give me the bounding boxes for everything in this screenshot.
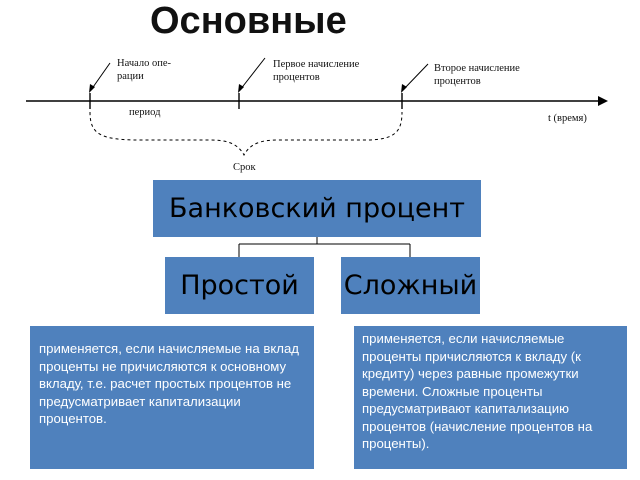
label-period: период (129, 107, 161, 118)
label-first-line2: процентов (273, 72, 320, 83)
node-compound-interest: Сложный (341, 257, 480, 314)
time-axis-arrowhead (598, 96, 608, 106)
compound-interest-description: применяется, если начисляемые проценты п… (354, 326, 627, 469)
compound-interest-description-text: применяется, если начисляемые проценты п… (362, 331, 593, 451)
pointer-first (239, 57, 266, 91)
node-simple-interest: Простой (165, 257, 314, 314)
label-start-line1: Начало опе- (117, 58, 172, 69)
label-second-line2: процентов (434, 76, 481, 87)
label-term: Срок (233, 162, 257, 173)
label-second-line1: Второе начисление (434, 63, 520, 74)
simple-interest-description: применяется, если начисляемые на вклад п… (30, 326, 314, 469)
timeline-diagram: Начало опе- рации Первое начисление проц… (26, 57, 608, 173)
page-title: Основные (150, 0, 347, 42)
node-bank-interest: Банковский процент (153, 180, 481, 237)
label-start-line2: рации (117, 71, 144, 82)
label-first-line1: Первое начисление (273, 59, 360, 70)
pointer-start (90, 62, 111, 91)
term-brace (89, 111, 403, 157)
pointer-second (402, 63, 429, 91)
label-axis: t (время) (548, 113, 587, 124)
